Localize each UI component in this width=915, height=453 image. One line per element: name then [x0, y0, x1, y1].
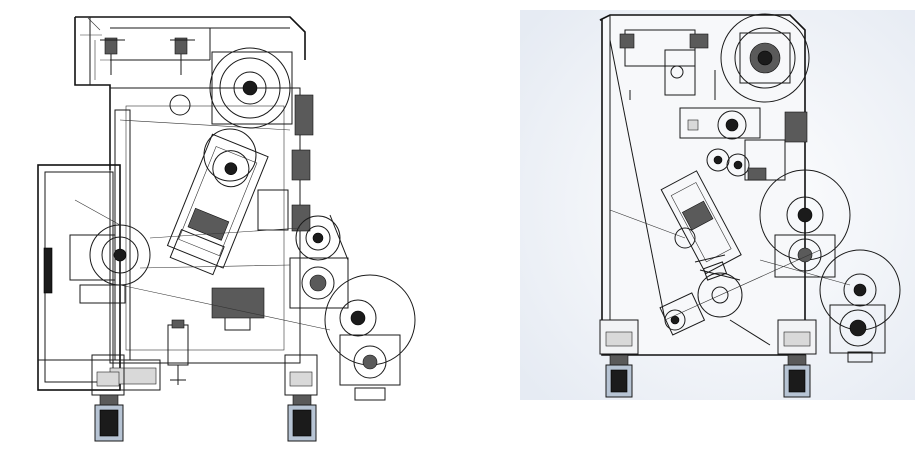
front-view-drawing — [37, 16, 416, 442]
top-brackets — [100, 37, 195, 116]
upper-roller-block — [679, 107, 808, 143]
dancer-assembly — [659, 254, 771, 346]
upper-drum — [209, 47, 314, 136]
arm-pivot-roller — [203, 128, 257, 182]
middle-roller-stack — [289, 214, 349, 309]
center-valve-block — [167, 287, 265, 385]
angled-arm-assembly — [166, 133, 269, 276]
top-drum — [720, 13, 810, 103]
side-motor-blocks — [257, 149, 311, 232]
top-hardware — [619, 29, 716, 100]
caster-left — [91, 354, 125, 442]
caster-left-render — [599, 319, 639, 398]
lower-frame — [37, 164, 161, 391]
web-path-right — [609, 209, 851, 321]
lower-roll-stack — [819, 249, 901, 363]
caster-right — [284, 354, 318, 442]
web-path — [74, 119, 331, 331]
side-view-svg — [520, 10, 915, 400]
side-frame — [599, 14, 806, 356]
caster-right-render — [777, 319, 817, 398]
side-view-render — [520, 0, 915, 453]
lower-right-roll — [324, 274, 416, 401]
pinch-rollers — [706, 139, 786, 181]
front-view-svg — [37, 16, 416, 442]
arm-lower-roller — [674, 227, 696, 249]
